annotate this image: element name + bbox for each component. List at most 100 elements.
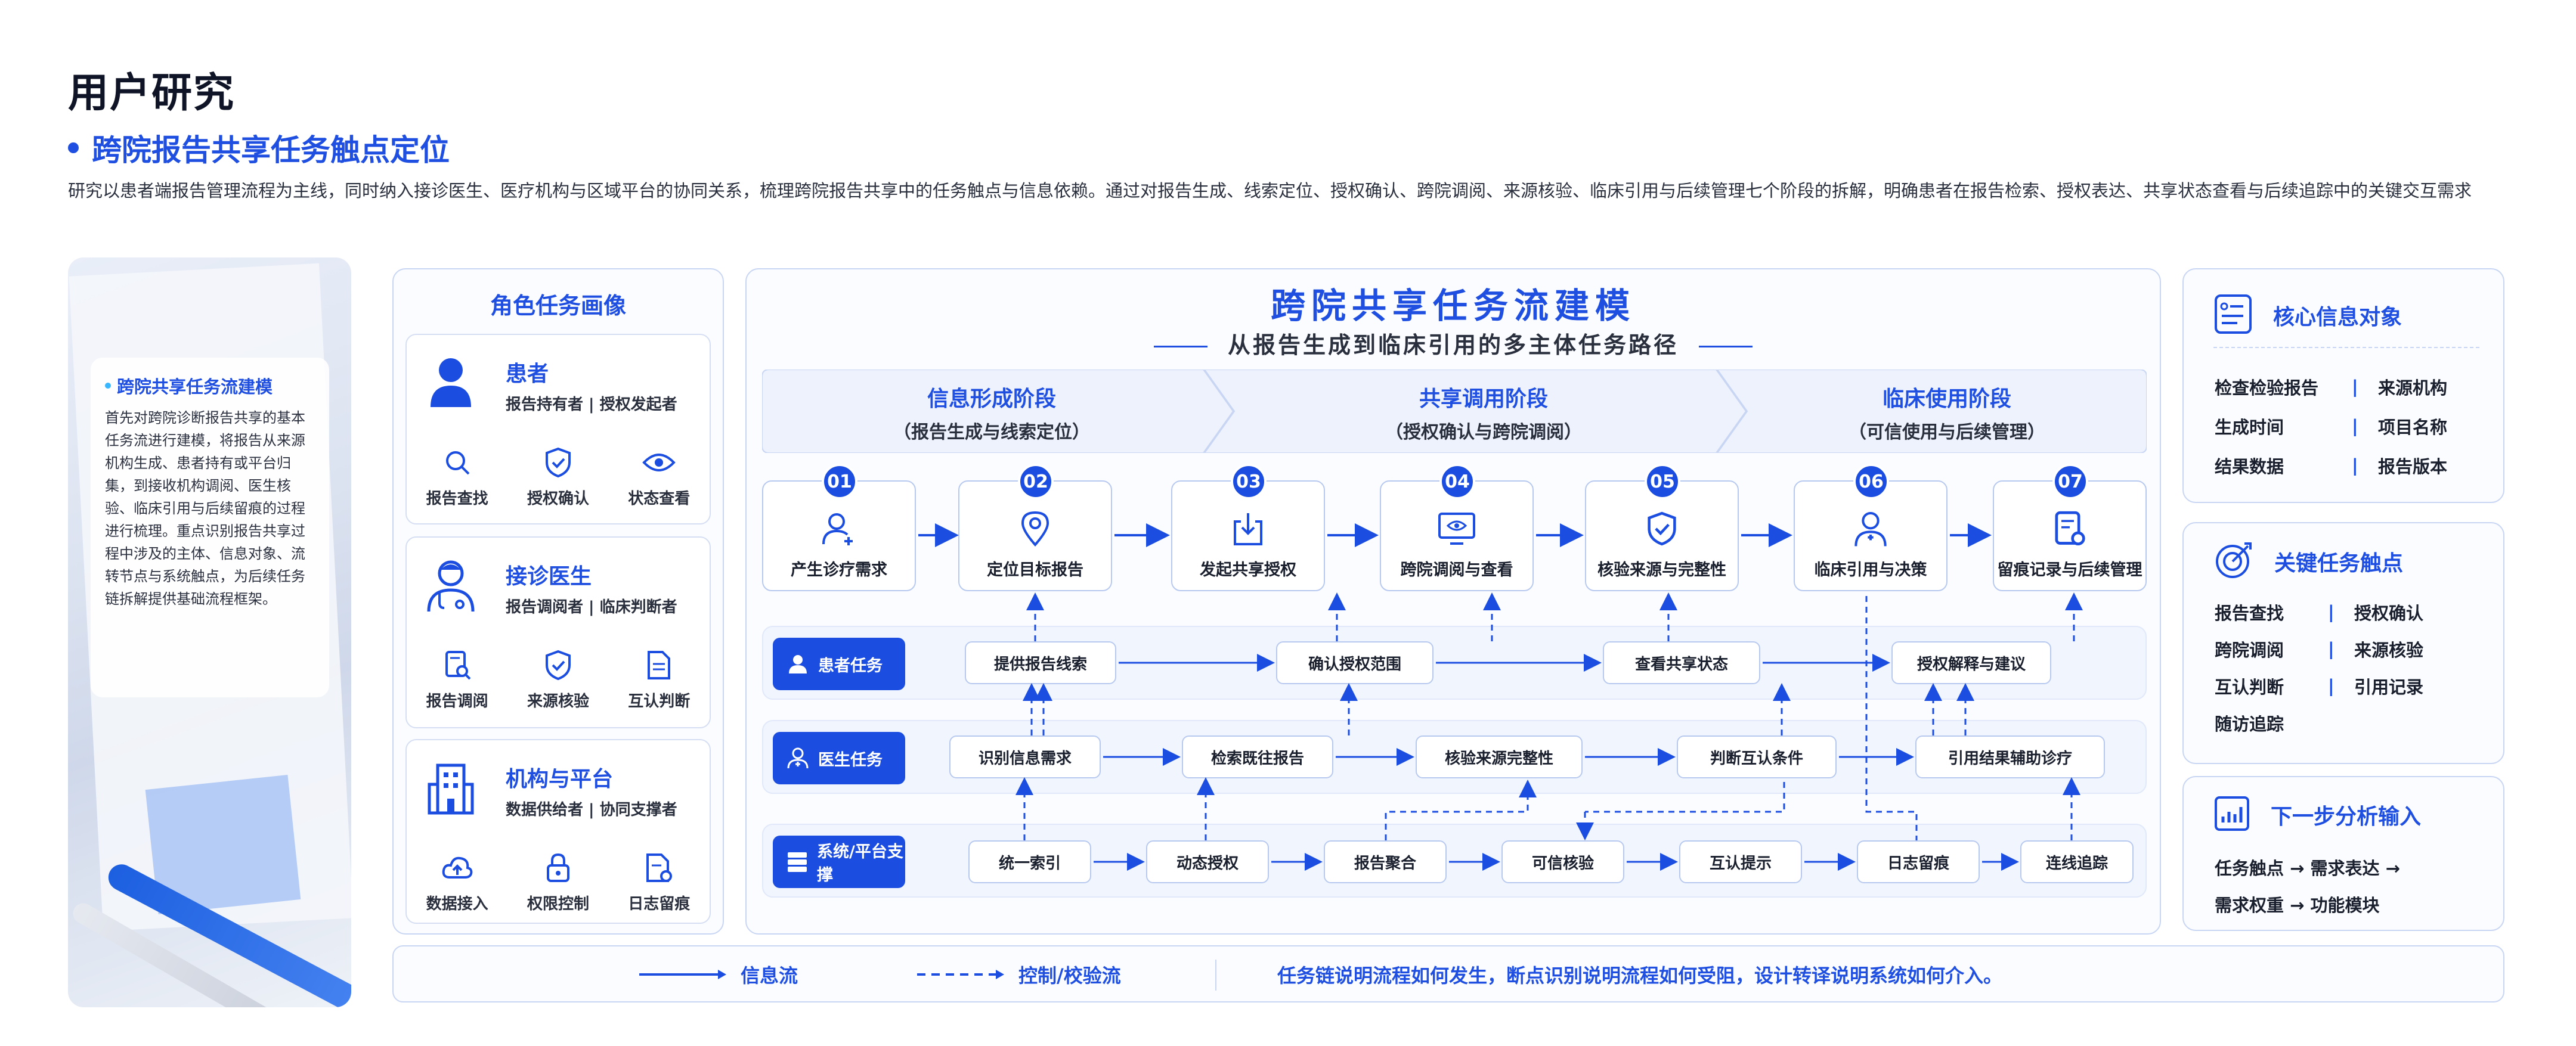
list-card-icon: [2213, 293, 2253, 337]
node-system: 动态授权: [1146, 840, 1269, 883]
next-input-title: 下一步分析输入: [2271, 805, 2422, 829]
monitor-eye-icon: [1381, 508, 1532, 550]
role-card-doctor: 接诊医生 报告调阅者 | 临床判断者 报告调阅 来源核验 互认判断: [405, 536, 711, 728]
shield-check-icon: [513, 446, 603, 479]
node-system: 报告聚合: [1324, 840, 1447, 883]
chart-icon: [2213, 795, 2250, 834]
role-sub: 数据供给者 | 协同支撑者: [506, 801, 677, 819]
bullet-dot: [68, 142, 79, 153]
legend-divider: [1215, 960, 1216, 991]
role-task: 授权确认: [513, 446, 603, 508]
role-task: 报告调阅: [413, 648, 502, 711]
role-task: 报告查找: [413, 446, 502, 508]
phase-2: 共享调用阶段（授权确认与跨院调阅）: [1385, 387, 1582, 443]
roles-panel: 角色任务画像 患者 报告持有者 | 授权发起者 报告查找 授权确认 状态查看 接…: [392, 268, 724, 935]
role-task: 来源核验: [513, 648, 603, 711]
node-patient: 授权解释与建议: [1891, 641, 2051, 684]
user-add-icon: [763, 508, 915, 550]
core-row: 结果数据|报告版本: [2215, 455, 2448, 477]
eye-icon: [614, 446, 704, 479]
phase-3: 临床使用阶段（可信使用与后续管理）: [1849, 387, 2045, 443]
location-icon: [959, 508, 1111, 550]
node-doctor: 判断互认条件: [1677, 735, 1837, 778]
lane-tag-doctor: 医生任务: [773, 732, 905, 784]
legend-control-flow: 控制/校验流: [916, 961, 1121, 988]
document-icon: [614, 648, 704, 682]
node-system: 日志留痕: [1857, 840, 1980, 883]
role-sub: 报告调阅者 | 临床判断者: [506, 598, 677, 616]
lane-tag-system: 系统/平台支撑: [773, 836, 905, 888]
intro-paragraph: 研究以患者端报告管理流程为主线，同时纳入接诊医生、医疗机构与区域平台的协同关系，…: [68, 181, 2472, 201]
shield-check-icon: [513, 648, 603, 682]
photo-overlay-text: 首先对跨院诊断报告共享的基本任务流进行建模，将报告从来源机构生成、患者持有或平台…: [105, 409, 305, 607]
role-task: 数据接入: [413, 851, 502, 914]
server-icon: [786, 850, 809, 874]
node-system: 连线追踪: [2020, 840, 2134, 883]
phase-banner: 信息形成阶段（报告生成与线索定位） 共享调用阶段（授权确认与跨院调阅） 临床使用…: [762, 370, 2147, 453]
core-objects-title: 核心信息对象: [2273, 305, 2402, 330]
touch-row: 互认判断|引用记录: [2215, 676, 2424, 697]
patient-icon: [421, 353, 481, 412]
touch-row: 跨院调阅|来源核验: [2215, 639, 2424, 660]
node-patient: 查看共享状态: [1603, 641, 1760, 684]
phase-shape-2: [1203, 370, 1747, 453]
roles-panel-title: 角色任务画像: [490, 293, 626, 319]
role-task: 权限控制: [513, 851, 603, 914]
node-doctor: 检索既往报告: [1182, 735, 1333, 778]
section-title: 跨院报告共享任务触点定位: [68, 126, 450, 169]
photo-card: 跨院共享任务流建模 首先对跨院诊断报告共享的基本任务流进行建模，将报告从来源机构…: [68, 257, 351, 1007]
legend-bar: 信息流 控制/校验流 任务链说明流程如何发生，断点识别说明流程如何受阻，设计转译…: [392, 945, 2504, 1002]
report-search-icon: [413, 648, 502, 682]
node-patient: 提供报告线索: [965, 641, 1116, 684]
node-doctor: 识别信息需求: [949, 735, 1101, 778]
record-icon: [1994, 508, 2145, 550]
role-task: 状态查看: [614, 446, 704, 508]
phase-1: 信息形成阶段（报告生成与线索定位）: [893, 387, 1090, 443]
node-system: 互认提示: [1679, 840, 1802, 883]
section-title-text: 跨院报告共享任务触点定位: [92, 133, 450, 167]
solid-arrow-icon: [639, 970, 726, 979]
touch-row: 随访追踪: [2215, 714, 2284, 734]
role-task: 互认判断: [614, 648, 704, 711]
dashed-arrow-icon: [917, 970, 1004, 979]
touchpoints-title: 关键任务触点: [2274, 551, 2404, 576]
doctor-icon: [1795, 508, 1946, 550]
role-name: 患者: [506, 362, 549, 386]
role-card-patient: 患者 报告持有者 | 授权发起者 报告查找 授权确认 状态查看: [405, 334, 711, 524]
touchpoints-panel: 关键任务触点 报告查找|授权确认 跨院调阅|来源核验 互认判断|引用记录 随访追…: [2182, 522, 2504, 764]
lock-icon: [513, 851, 603, 884]
role-name: 机构与平台: [506, 767, 614, 792]
doctor-badge-icon: [786, 746, 810, 770]
core-row: 生成时间|项目名称: [2215, 416, 2448, 437]
photo-overlay-title: 跨院共享任务流建模: [105, 373, 315, 398]
photo-overlay-card: 跨院共享任务流建模 首先对跨院诊断报告共享的基本任务流进行建模，将报告从来源机构…: [91, 358, 329, 697]
node-doctor: 引用结果辅助诊疗: [1915, 735, 2105, 778]
target-icon: [2213, 540, 2254, 583]
role-sub: 报告持有者 | 授权发起者: [506, 396, 677, 414]
node-patient: 确认授权范围: [1276, 641, 1433, 684]
log-icon: [614, 851, 704, 884]
node-system: 统一索引: [968, 840, 1091, 883]
role-card-institution: 机构与平台 数据供给者 | 协同支撑者 数据接入 权限控制 日志留痕: [405, 739, 711, 924]
next-input-panel: 下一步分析输入 任务触点 → 需求表达 → 需求权重 → 功能模块: [2182, 776, 2504, 931]
person-icon: [786, 652, 810, 676]
doctor-icon: [421, 555, 481, 615]
node-doctor: 核验来源完整性: [1416, 735, 1583, 778]
flow-subtitle: 从报告生成到临床引用的多主体任务路径: [747, 327, 2160, 359]
cloud-upload-icon: [413, 851, 502, 884]
touch-row: 报告查找|授权确认: [2215, 602, 2424, 623]
legend-info-flow: 信息流: [638, 961, 798, 988]
next-line: 任务触点 → 需求表达 →: [2215, 858, 2400, 879]
flow-title: 跨院共享任务流建模: [1270, 285, 1636, 326]
shield-check-icon: [1586, 508, 1738, 550]
flow-panel: 跨院共享任务流建模 从报告生成到临床引用的多主体任务路径 信息形成阶段（报告生成…: [745, 268, 2161, 935]
lane-tag-patient: 患者任务: [773, 638, 905, 690]
node-system: 可信核验: [1501, 840, 1624, 883]
